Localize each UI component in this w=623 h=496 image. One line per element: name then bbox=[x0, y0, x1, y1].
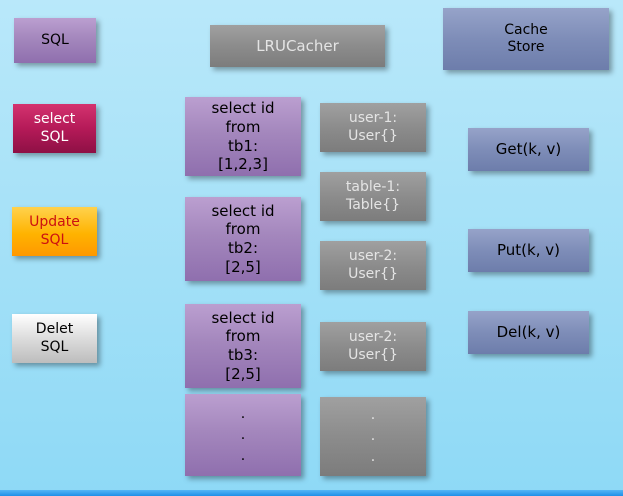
lru-cacher-node: LRUCacher bbox=[210, 25, 385, 67]
object-user1-node: user-1: User{} bbox=[320, 103, 426, 152]
object-user2a-node: user-2: User{} bbox=[320, 241, 426, 290]
op-put-node: Put(k, v) bbox=[468, 229, 589, 272]
window-bottom-edge bbox=[0, 490, 623, 496]
delete-sql-node: Delet SQL bbox=[12, 314, 97, 363]
op-get-node: Get(k, v) bbox=[468, 128, 589, 171]
select-sql-node: select SQL bbox=[13, 104, 96, 153]
op-del-node: Del(k, v) bbox=[468, 311, 589, 354]
update-sql-node: Update SQL bbox=[12, 207, 97, 256]
query-ellipsis-node: . . . bbox=[185, 394, 301, 476]
query-tb2-node: select id from tb2: [2,5] bbox=[185, 197, 301, 281]
object-table1-node: table-1: Table{} bbox=[320, 172, 426, 221]
cache-store-node: Cache Store bbox=[443, 8, 609, 70]
query-tb3-node: select id from tb3: [2,5] bbox=[185, 304, 301, 388]
object-ellipsis-node: . . . bbox=[320, 397, 426, 476]
sql-node: SQL bbox=[14, 18, 96, 63]
query-tb1-node: select id from tb1: [1,2,3] bbox=[185, 97, 301, 176]
object-user2b-node: user-2: User{} bbox=[320, 322, 426, 371]
